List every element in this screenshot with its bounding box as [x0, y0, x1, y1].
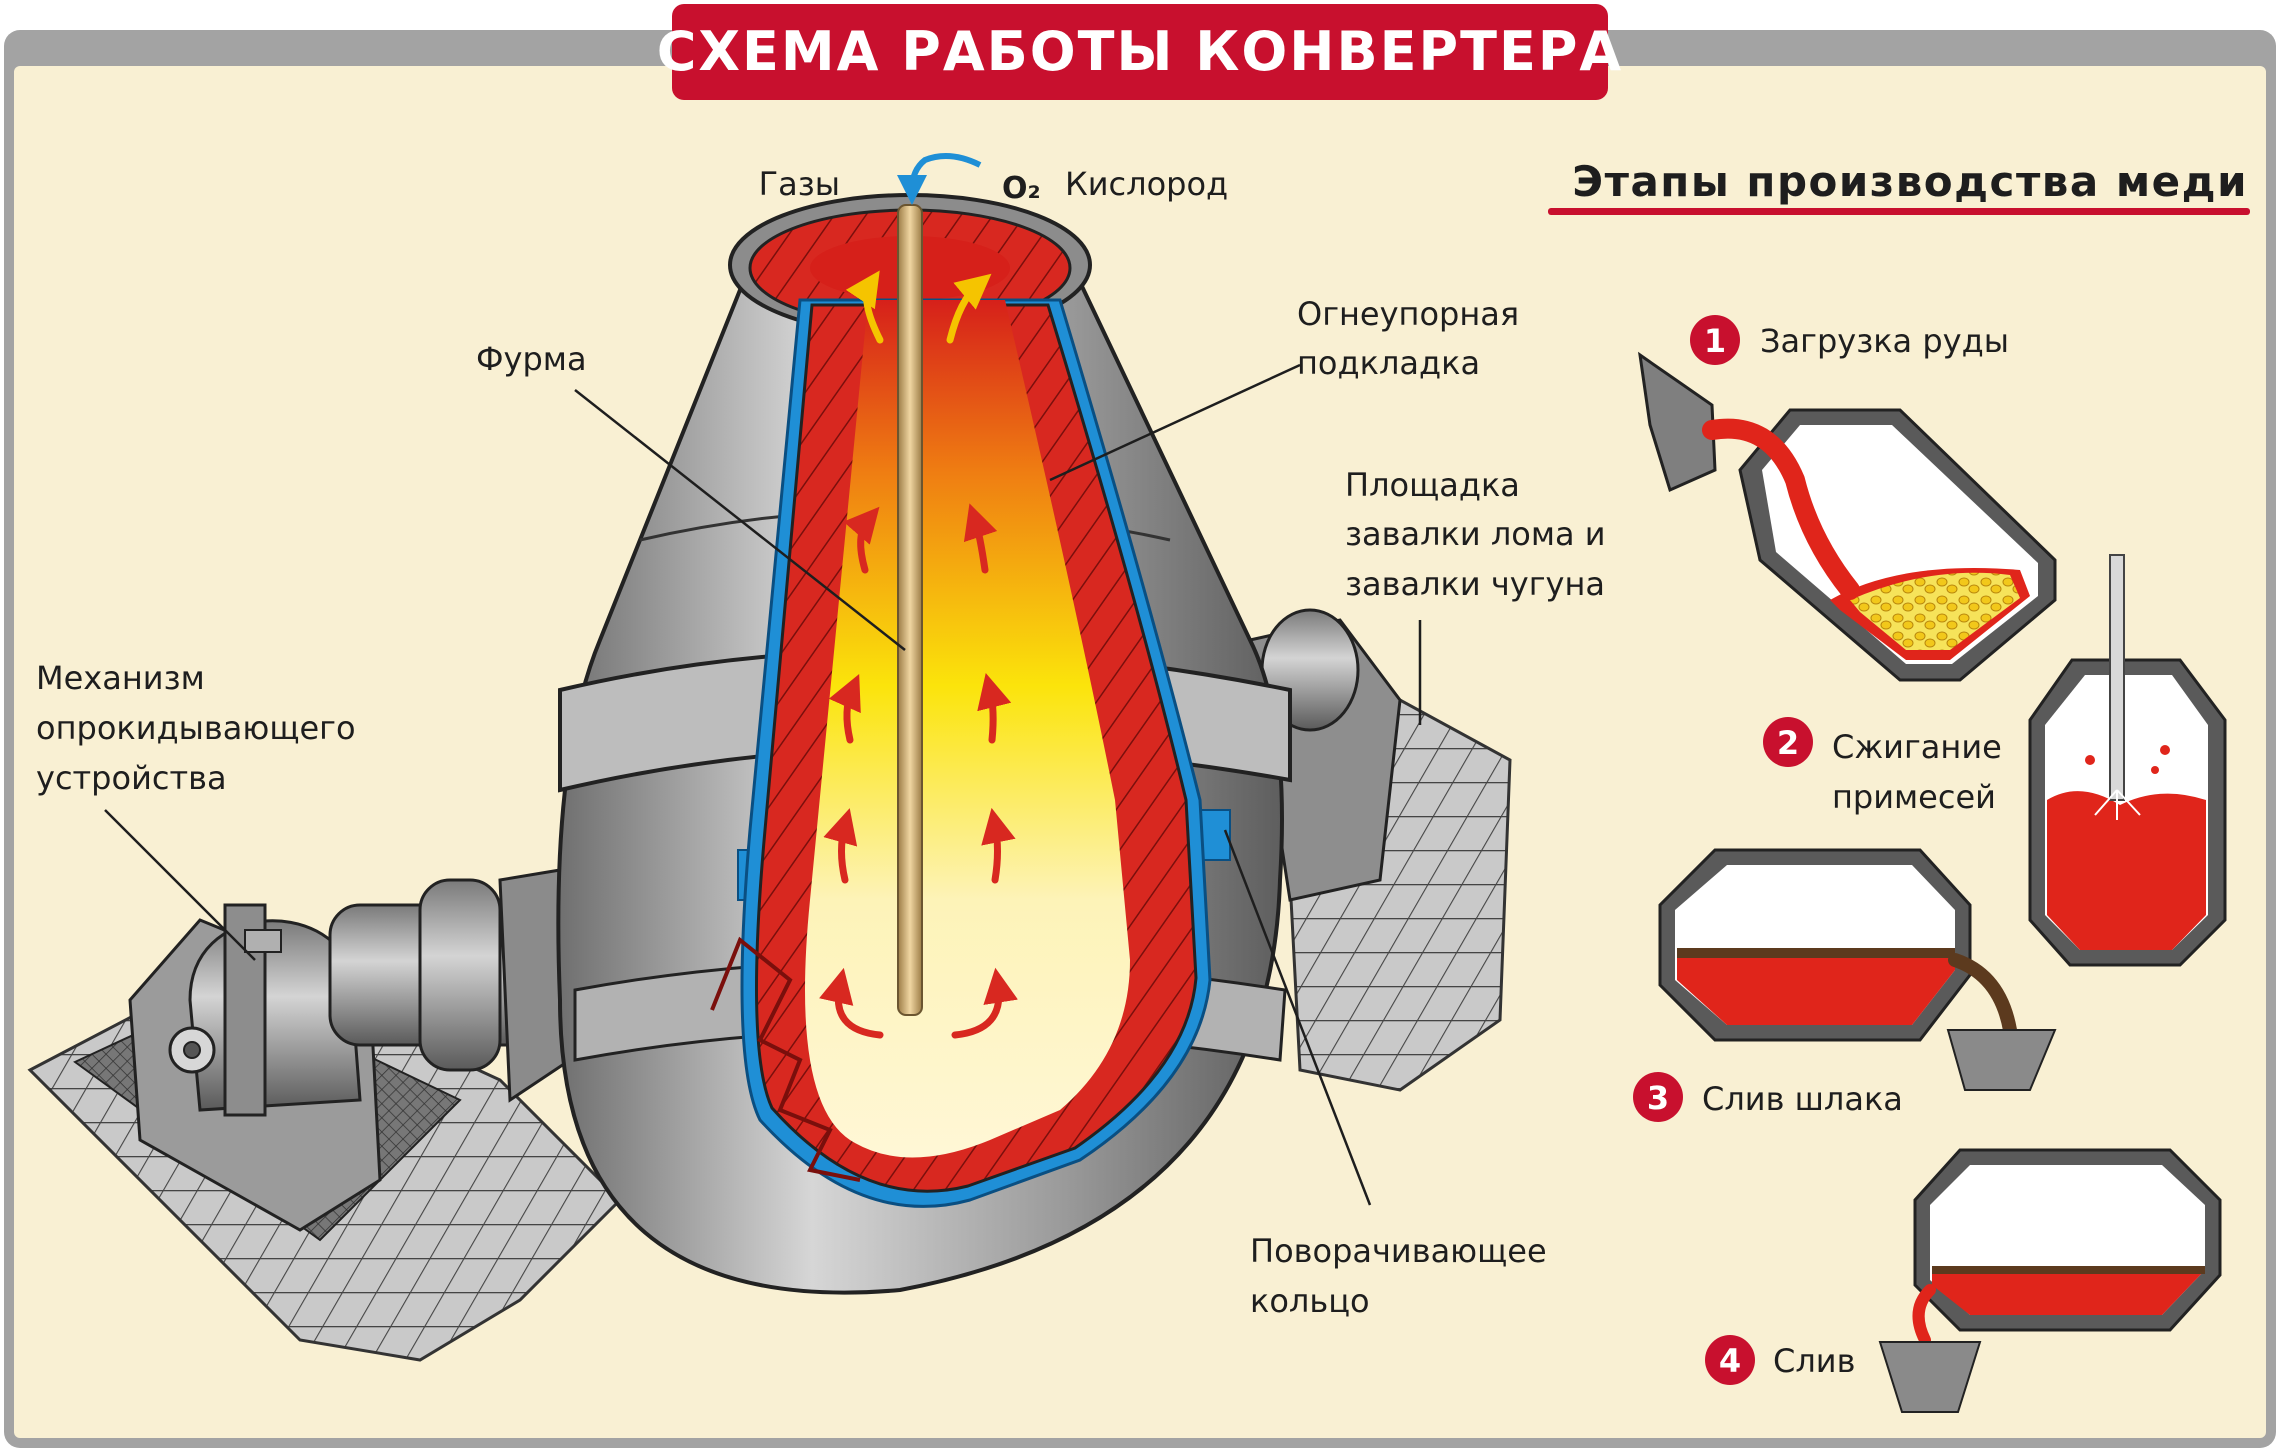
step-1: 1 Загрузка руды [1638, 315, 2057, 682]
step-4: 4 Слив [1705, 1148, 2222, 1413]
svg-text:кольцо: кольцо [1250, 1282, 1370, 1320]
svg-text:3: 3 [1647, 1079, 1669, 1117]
step-number-badge [1763, 717, 1813, 767]
svg-text:2: 2 [1777, 724, 1799, 762]
step-number-badge [1690, 315, 1740, 365]
step-label-line2: примесей [1832, 778, 1996, 816]
svg-text:завалки чугуна: завалки чугуна [1345, 565, 1605, 603]
lance [897, 204, 923, 1016]
label-lance: Фурма [476, 340, 587, 378]
leader-lines [104, 363, 1422, 1206]
step-label: Слив [1773, 1342, 1855, 1380]
label-gases: Газы [759, 165, 840, 203]
step-label-line1: Сжигание [1832, 728, 2002, 766]
gas-flow-arrows [819, 270, 1018, 1039]
label-tilting-mechanism: Механизм опрокидывающего устройства [36, 659, 356, 797]
label-oxygen-formula: O₂ [1002, 171, 1041, 206]
label-turning-ring: Поворачивающее кольцо [1250, 1232, 1547, 1320]
label-refractory-lining: Огнеупорная подкладка [1297, 295, 1519, 382]
steps-title: Этапы производства меди [1572, 157, 2248, 206]
step-number-badge [1633, 1072, 1683, 1122]
step-label: Слив шлака [1702, 1080, 1903, 1118]
tilting-mechanism [128, 868, 602, 1232]
hot-metal [805, 300, 1130, 1158]
svg-text:Площадка: Площадка [1345, 466, 1520, 504]
svg-text:Поворачивающее: Поворачивающее [1250, 1232, 1547, 1270]
svg-text:4: 4 [1719, 1342, 1741, 1380]
svg-text:подкладка: подкладка [1297, 344, 1480, 382]
svg-text:1: 1 [1704, 322, 1726, 360]
step-label: Загрузка руды [1760, 322, 2009, 360]
svg-text:устройства: устройства [36, 759, 227, 797]
label-charging-platform: Площадка завалки лома и завалки чугуна [1345, 466, 1606, 603]
svg-text:Механизм: Механизм [36, 659, 205, 697]
step-number-badge [1705, 1335, 1755, 1385]
svg-text:завалки лома и: завалки лома и [1345, 515, 1606, 553]
label-oxygen: Кислород [1065, 165, 1228, 203]
svg-text:Огнеупорная: Огнеупорная [1297, 295, 1519, 333]
step-3: 3 Слив шлака [1633, 848, 2057, 1122]
page-title: СХЕМА РАБОТЫ КОНВЕРТЕРА [657, 20, 1623, 83]
steps-title-underline [1548, 208, 2250, 215]
step-2: 2 Сжигание примесей [1763, 554, 2227, 967]
svg-text:опрокидывающего: опрокидывающего [36, 709, 356, 747]
title-banner: СХЕМА РАБОТЫ КОНВЕРТЕРА [657, 4, 1623, 100]
oxygen-arrow [897, 153, 982, 205]
